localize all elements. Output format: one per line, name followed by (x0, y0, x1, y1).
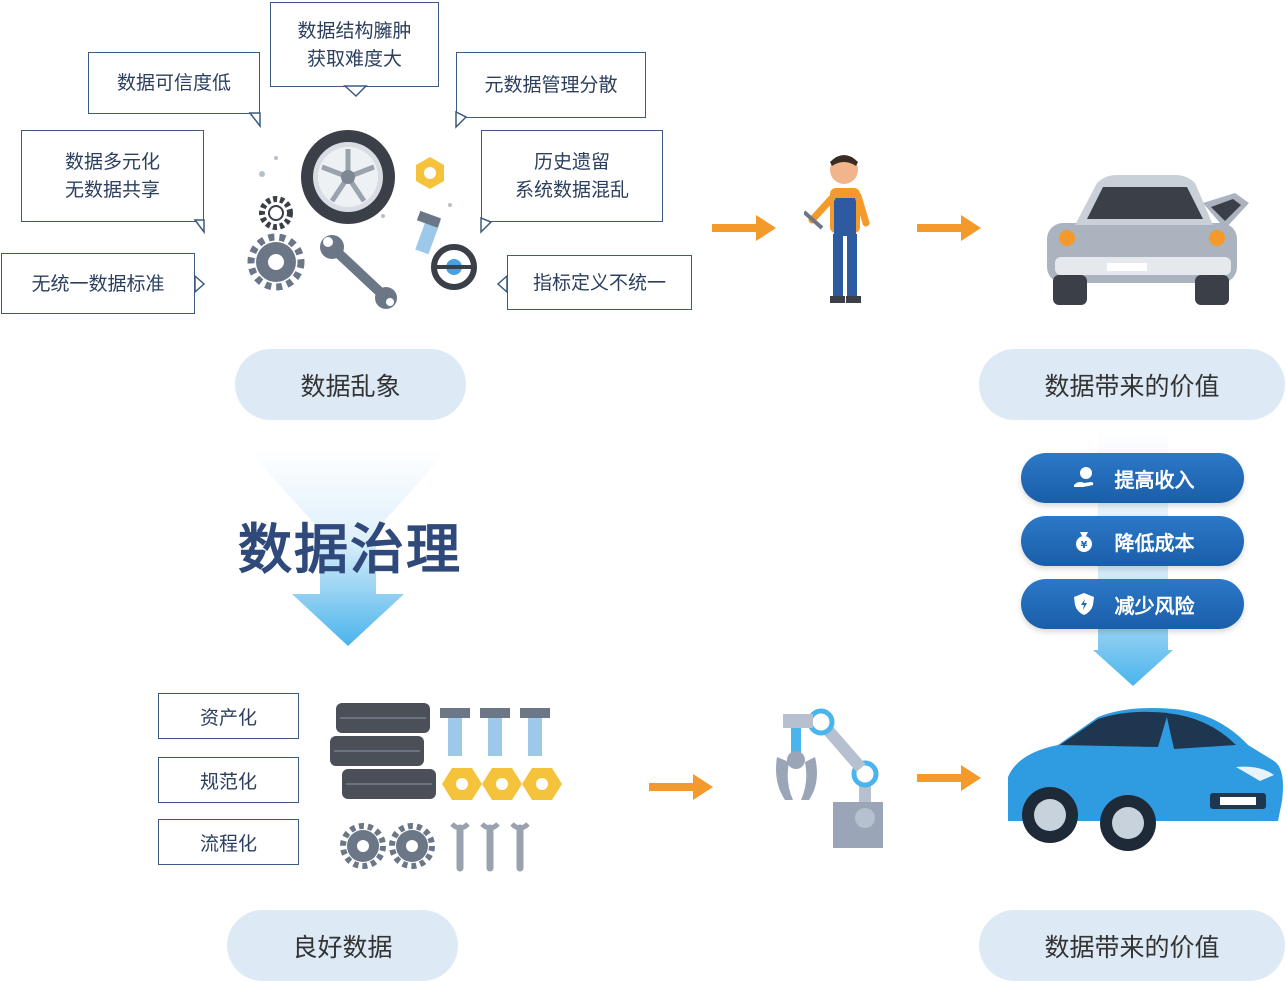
pill-good-data: 良好数据 (227, 910, 458, 981)
bubble-diversified-no-sharing: 数据多元化 无数据共享 (21, 130, 204, 222)
money-bag-icon: ¥ (1075, 532, 1092, 552)
scattered-parts-illustration (247, 130, 477, 309)
big-gear-icon (247, 233, 305, 291)
robot-arm-illustration (776, 708, 883, 848)
steering-wheel-icon (431, 244, 477, 290)
arrow-right-icon (649, 774, 713, 800)
svg-text:¥: ¥ (1080, 540, 1087, 551)
mechanic-illustration (804, 155, 870, 303)
pill-data-chaos: 数据乱象 (235, 349, 466, 420)
arrow-right-icon (917, 215, 981, 241)
wrenches-icon (456, 824, 524, 872)
shield-icon (1073, 593, 1094, 615)
gears-icon (340, 823, 435, 869)
pill-data-value-bottom: 数据带来的价值 (979, 910, 1285, 981)
small-gear-icon (259, 196, 293, 230)
arrow-right-icon (917, 765, 981, 791)
bolt-icon (415, 210, 441, 255)
bolts-icon (440, 708, 550, 756)
arrow-right-icon (712, 215, 776, 241)
broken-car-illustration (1047, 175, 1249, 305)
box-standardization: 规范化 (158, 757, 299, 803)
bubble-low-credibility: 数据可信度低 (88, 52, 260, 114)
bubble-legacy-chaos: 历史遗留 系统数据混乱 (481, 130, 663, 222)
box-processization: 流程化 (158, 819, 299, 865)
box-assetization: 资产化 (158, 693, 299, 739)
nut-icon (416, 157, 444, 189)
organized-parts-illustration (330, 703, 562, 872)
value-button-increase-revenue: 提高收入 (1021, 453, 1244, 503)
new-car-illustration (1008, 708, 1283, 851)
bubble-bloated-structure: 数据结构臃肿 获取难度大 (270, 2, 439, 87)
pill-data-value-top: 数据带来的价值 (979, 349, 1285, 420)
bubble-inconsistent-metrics: 指标定义不统一 (507, 255, 692, 310)
bubble-no-unified-standard: 无统一数据标准 (1, 253, 195, 314)
wrench-icon (320, 235, 397, 309)
value-button-reduce-cost: ¥ 降低成本 (1021, 516, 1244, 566)
bubble-metadata-scattered: 元数据管理分散 (456, 52, 646, 118)
tire-icon (301, 130, 395, 224)
value-button-reduce-risk: 减少风险 (1021, 579, 1244, 629)
hand-coin-icon (1073, 467, 1093, 487)
governance-down-arrow (248, 450, 448, 646)
governance-title: 数据治理 (238, 518, 462, 581)
